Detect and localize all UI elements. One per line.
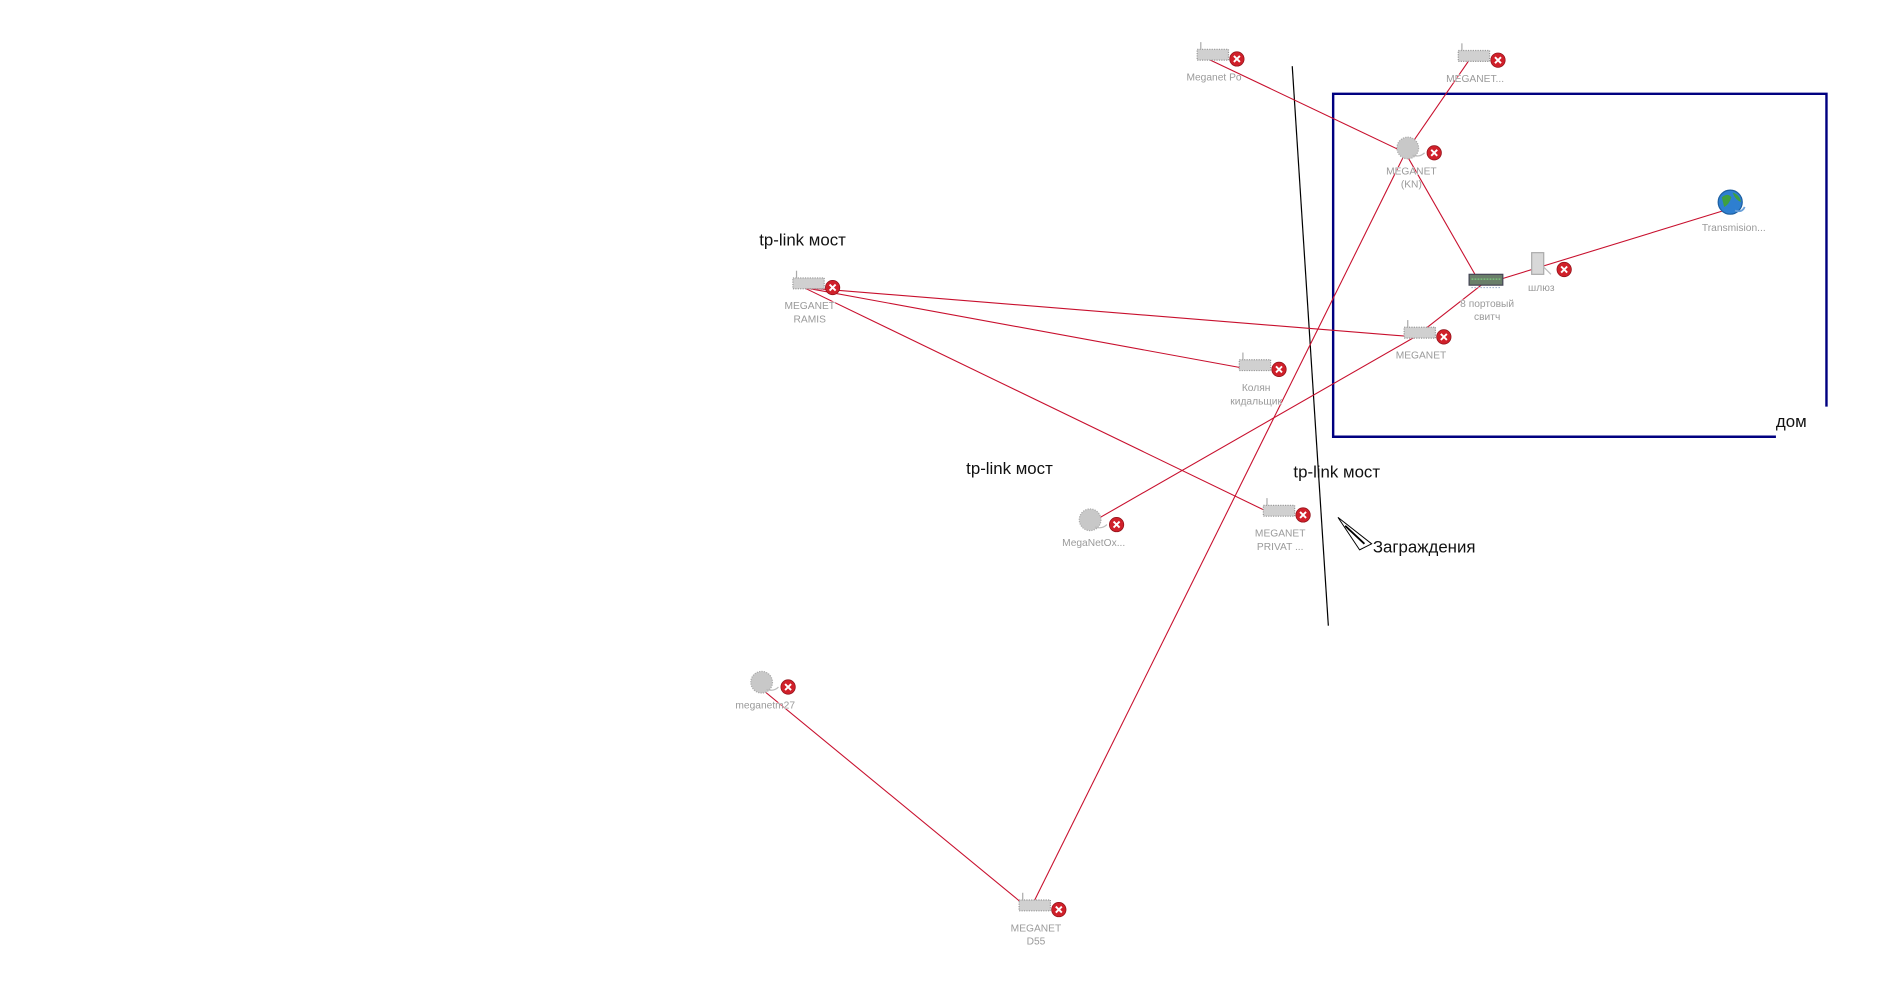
network-switch-icon [1468,273,1504,289]
nodes-layer: Meganet Po MEGANET... MEGANET (KN) Transmisi… [735,42,1766,948]
node-label: MEGANET... [1446,74,1504,85]
node-meganet[interactable]: MEGANET [1395,320,1452,362]
error-status-icon [1436,329,1452,345]
node-label: Колян [1242,383,1271,394]
node-kolyan[interactable]: Колян кидальщик [1230,352,1287,408]
link-meganet-ramis-kolyan[interactable] [803,287,1251,370]
link-meganet-kn-meganet-d55[interactable] [1029,152,1406,910]
workstation-globe-icon [1078,508,1108,532]
error-status-icon [1426,145,1442,161]
error-status-icon [825,279,841,296]
node-label: 8 портовый [1460,299,1514,310]
router-icon [1262,498,1296,517]
node-label: MEGANET [1396,351,1447,362]
node-label: MEGANET [1011,923,1062,934]
node-label: шлюз [1528,283,1555,294]
node-label: (KN) [1401,180,1422,191]
link-meganet-top-meganet-kn[interactable] [1404,59,1470,154]
error-status-icon [780,679,796,695]
node-label: MEGANET [1255,529,1306,540]
node-label: RAMIS [794,314,827,325]
internet-globe-icon [1717,189,1746,215]
node-meganet-po[interactable]: Meganet Po [1186,42,1245,84]
node-label: свитч [1474,312,1500,323]
error-status-icon [1229,51,1245,67]
node-gateway[interactable]: шлюз [1528,252,1572,295]
error-status-icon [1051,902,1067,918]
server-icon [1531,252,1552,275]
node-meganet-privat[interactable]: MEGANET PRIVAT ... [1255,498,1311,553]
router-icon [1196,42,1230,61]
home-zone-rectangle[interactable] [1331,92,1828,438]
node-label: Transmision... [1702,223,1766,234]
node-meganet-kn[interactable]: MEGANET (KN) [1386,136,1442,191]
node-label: D55 [1027,936,1046,947]
link-meganet-kn-switch8[interactable] [1404,152,1482,286]
link-meganet-ramis-meganet[interactable] [803,287,1416,338]
node-label: PRIVAT ... [1257,542,1304,553]
router-icon [1238,352,1272,372]
node-switch8[interactable]: 8 портовый свитч [1460,273,1514,323]
link-meganet-po-meganet-kn[interactable] [1207,58,1406,154]
node-label: MegaNetOx... [1062,538,1125,549]
error-status-icon [1556,261,1572,278]
error-status-icon [1295,507,1311,523]
node-label: MEGANET [1386,166,1437,177]
node-label: meganetm27 [735,701,795,712]
router-icon [1457,43,1491,62]
node-label: Meganet Po [1186,73,1241,84]
error-status-icon [1490,52,1506,68]
link-meganetm27-meganet-d55[interactable] [758,686,1031,911]
link-switch8-transmission[interactable] [1480,208,1728,286]
tp-link-bridge-label-2[interactable]: tp-link мост [966,459,1053,478]
workstation-globe-icon [750,670,779,694]
error-status-icon [1271,361,1287,377]
error-status-icon [1108,517,1125,533]
node-label: кидальщик [1230,396,1282,407]
node-meganet-d55[interactable]: MEGANET D55 [1010,892,1067,948]
pointer-arrow-icon [1337,516,1373,551]
node-label: MEGANET [784,301,835,312]
home-zone-label[interactable]: дом [1776,412,1807,431]
node-meganet-top[interactable]: MEGANET... [1446,43,1506,85]
node-meganetm27[interactable]: meganetm27 [735,670,796,712]
fence-line[interactable] [1291,66,1329,626]
link-meganet-meganetox[interactable] [1087,336,1416,526]
workstation-globe-icon [1396,136,1426,160]
node-transmission[interactable]: Transmision... [1702,189,1766,234]
node-meganetox[interactable]: MegaNetOx... [1062,508,1126,550]
link-meganet-ramis-meganet-privat[interactable] [803,287,1275,516]
links-layer [758,58,1728,911]
router-icon [1403,320,1437,339]
fence-label[interactable]: Заграждения [1373,537,1476,556]
tp-link-bridge-label-1[interactable]: tp-link мост [759,230,846,249]
node-meganet-ramis[interactable]: MEGANET RAMIS [784,270,841,326]
router-icon [1018,892,1051,912]
router-icon [792,270,825,290]
tp-link-bridge-label-3[interactable]: tp-link мост [1293,463,1380,482]
